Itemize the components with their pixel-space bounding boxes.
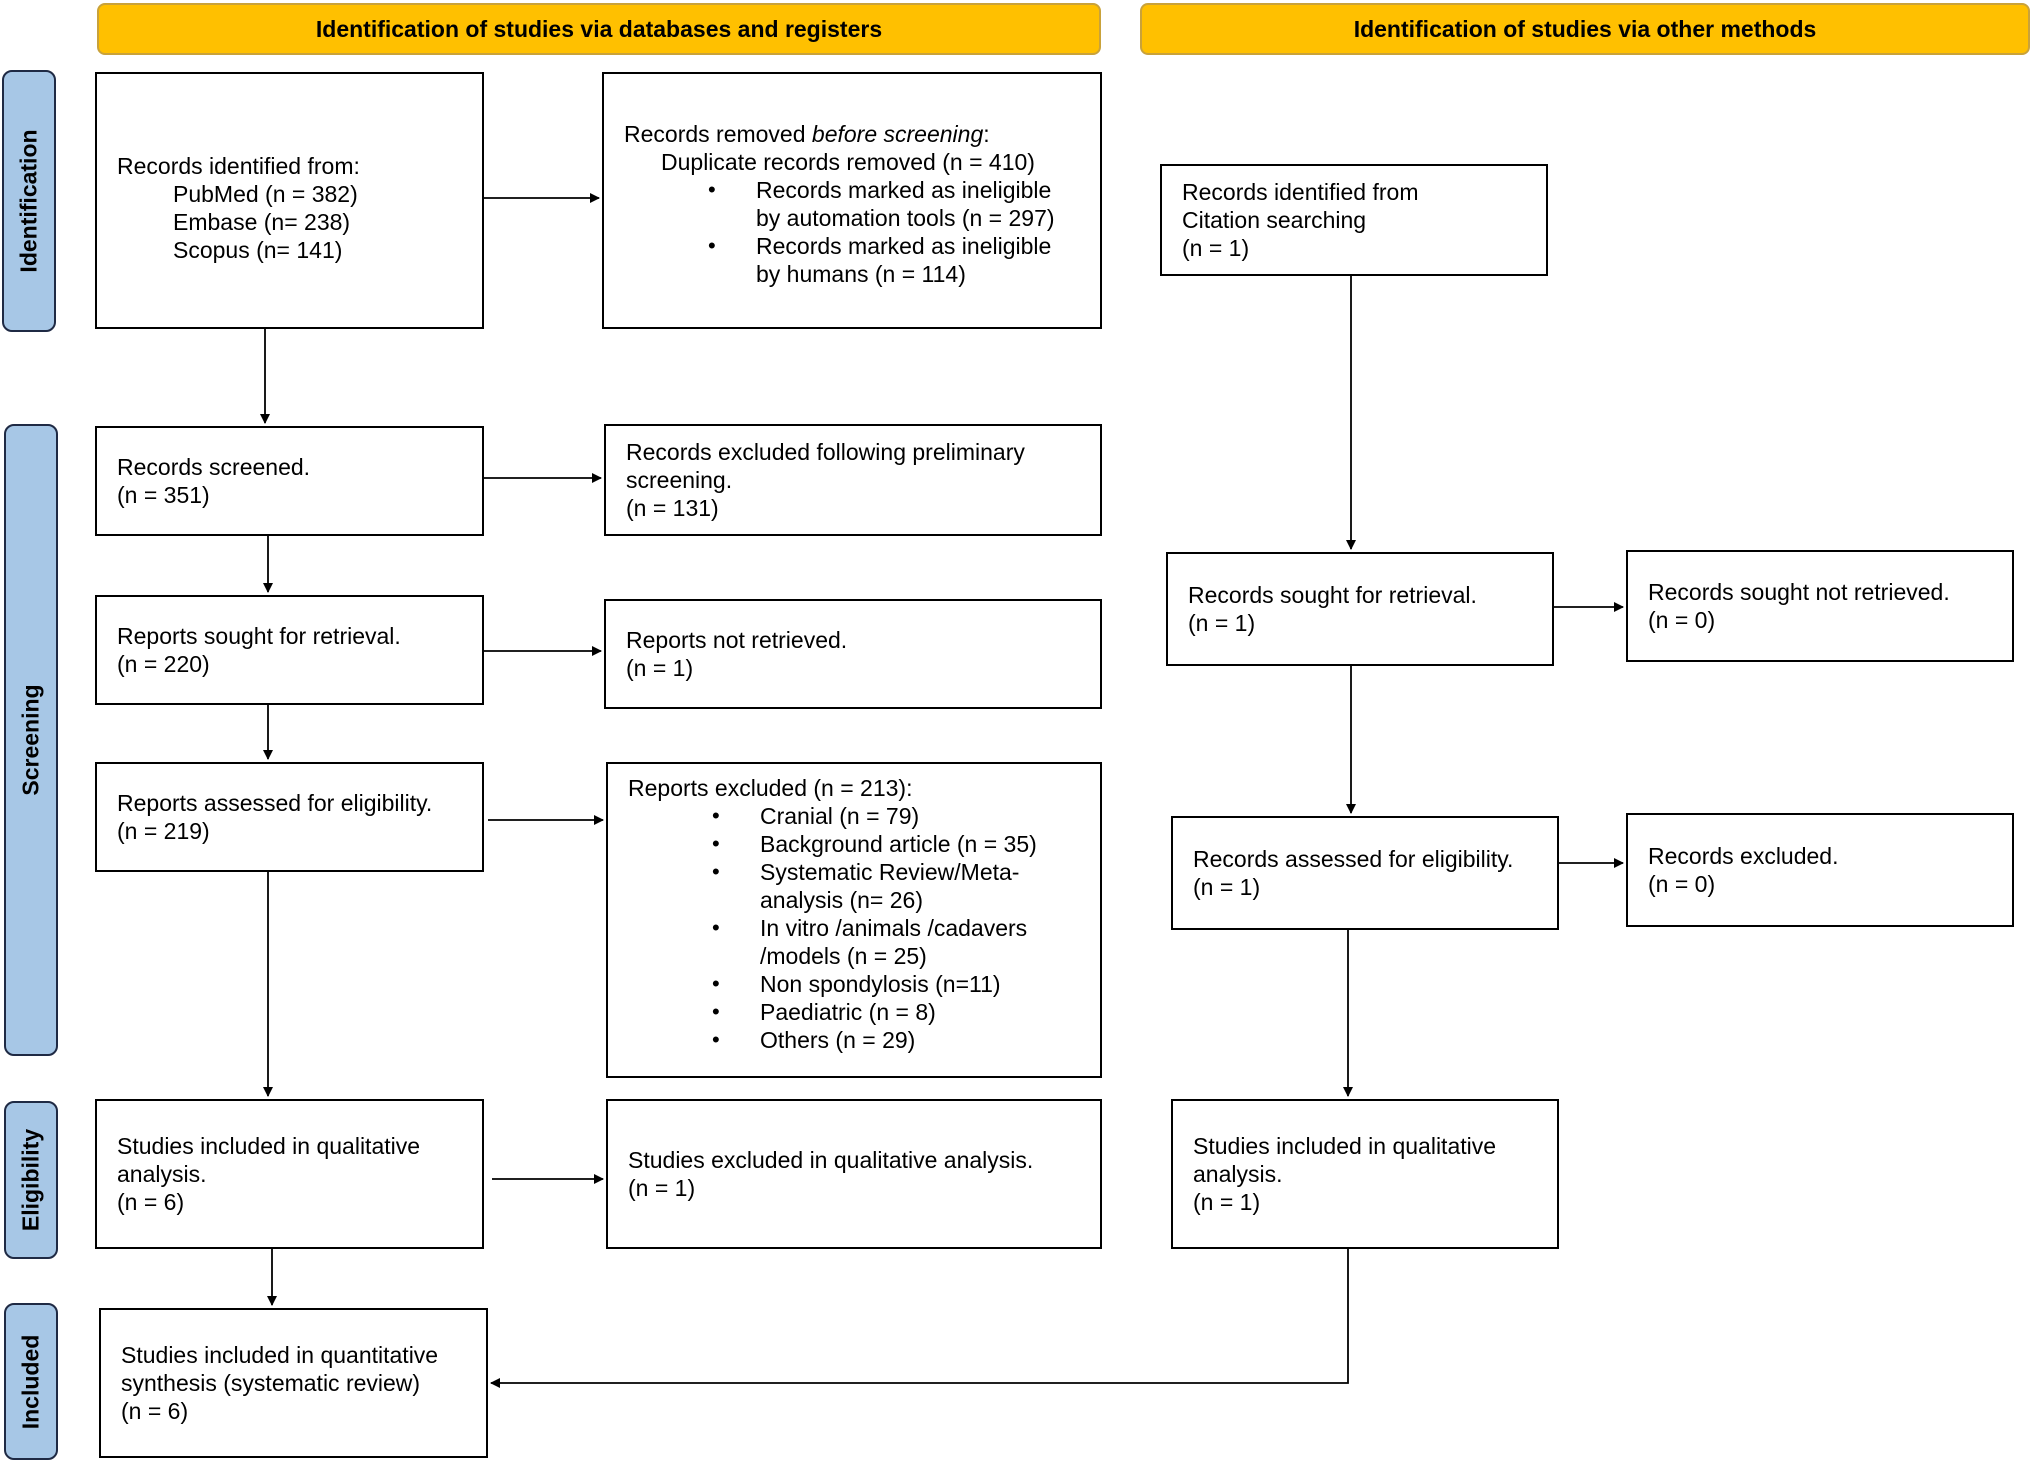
bullet-humans: • Records marked as ineligible by humans…: [708, 233, 1052, 287]
bullet-icon: •: [712, 831, 720, 856]
header-databases-label: Identification of studies via databases …: [315, 15, 883, 42]
phase-included: Included: [4, 1303, 58, 1460]
records-identified-title: Records identified from:: [117, 153, 360, 179]
studies-quantitative-box: Studies included in quantitative synthes…: [99, 1308, 488, 1458]
other-studies-qualitative-box: Studies included in qualitative analysis…: [1171, 1099, 1559, 1249]
header-other-methods: Identification of studies via other meth…: [1140, 3, 2030, 55]
bullet-icon: •: [712, 1027, 720, 1052]
exclusion-reason-item: •Background article (n = 35): [712, 831, 1037, 857]
studies-excluded-box: Studies excluded in qualitative analysis…: [606, 1099, 1102, 1249]
records-removed-box: Records removed before screening: Duplic…: [602, 72, 1102, 329]
records-excluded-preliminary-box: Records excluded following preliminary s…: [604, 424, 1102, 536]
header-databases: Identification of studies via databases …: [97, 3, 1101, 55]
phase-screening: Screening: [4, 424, 58, 1056]
exclusion-reason-item: •In vitro /animals /cadavers /models (n …: [712, 915, 1028, 969]
exclusion-reason-item: •Cranial (n = 79): [712, 803, 920, 829]
phase-eligibility: Eligibility: [4, 1101, 58, 1259]
source-pubmed: PubMed (n = 382): [173, 181, 358, 207]
bullet-icon: •: [708, 177, 716, 202]
bullet-icon: •: [712, 803, 720, 828]
bullet-icon: •: [712, 971, 720, 996]
reports-assessed-box: Reports assessed for eligibility. (n = 2…: [95, 762, 484, 872]
reports-excluded-box: Reports excluded (n = 213): •Cranial (n …: [606, 762, 1102, 1078]
exclusion-reason-item: •Others (n = 29): [712, 1027, 916, 1053]
other-records-identified-box: Records identified from Citation searchi…: [1160, 164, 1548, 276]
exclusion-reason-item: •Paediatric (n = 8): [712, 999, 936, 1025]
bullet-icon: •: [712, 915, 720, 940]
arrow-other-qualitative-to-quantitative: [490, 1249, 1349, 1388]
records-identified-box: Records identified from: PubMed (n = 382…: [95, 72, 484, 329]
reports-not-retrieved-box: Reports not retrieved. (n = 1): [604, 599, 1102, 709]
exclusion-reason-item: •Systematic Review/Meta- analysis (n= 26…: [712, 859, 1020, 913]
other-records-not-retrieved-box: Records sought not retrieved. (n = 0): [1626, 550, 2014, 662]
other-records-sought-box: Records sought for retrieval. (n = 1): [1166, 552, 1554, 666]
bullet-icon: •: [712, 999, 720, 1024]
studies-qualitative-box: Studies included in qualitative analysis…: [95, 1099, 484, 1249]
bullet-icon: •: [708, 233, 716, 258]
bullet-icon: •: [712, 859, 720, 884]
exclusion-reasons-list: •Cranial (n = 79)•Background article (n …: [628, 802, 1080, 1054]
source-scopus: Scopus (n= 141): [173, 237, 343, 263]
records-removed-title: Records removed before screening:: [624, 121, 990, 147]
other-records-assessed-box: Records assessed for eligibility. (n = 1…: [1171, 816, 1559, 930]
records-screened-box: Records screened. (n = 351): [95, 426, 484, 536]
reports-excluded-title: Reports excluded (n = 213):: [628, 775, 913, 801]
reports-sought-box: Reports sought for retrieval. (n = 220): [95, 595, 484, 705]
header-other-label: Identification of studies via other meth…: [1353, 15, 1817, 42]
other-records-excluded-box: Records excluded. (n = 0): [1626, 813, 2014, 927]
phase-identification: Identification: [2, 70, 56, 332]
source-embase: Embase (n= 238): [173, 209, 351, 235]
exclusion-reason-item: •Non spondylosis (n=11): [712, 971, 1001, 997]
bullet-automation: • Records marked as ineligible by automa…: [708, 177, 1055, 231]
duplicates-removed: Duplicate records removed (n = 410): [661, 149, 1035, 175]
